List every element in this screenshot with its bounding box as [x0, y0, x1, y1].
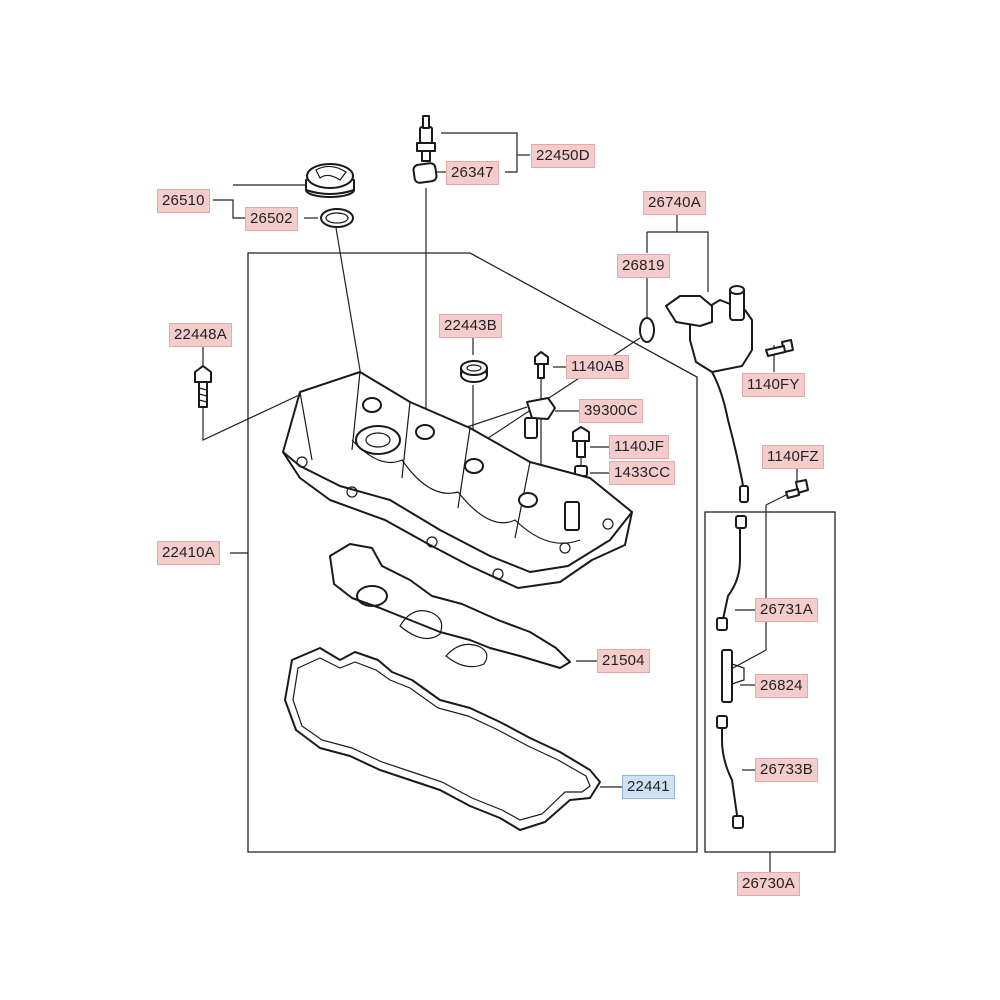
part-label-26819[interactable]: 26819 [617, 254, 670, 278]
bolt-1140fz-part [785, 479, 809, 499]
part-label-26731a[interactable]: 26731A [755, 598, 818, 622]
part-label-26733b[interactable]: 26733B [755, 758, 818, 782]
part-label-39300c[interactable]: 39300C [579, 399, 643, 423]
part-label-22441[interactable]: 22441 [622, 775, 675, 799]
breather-hose-part [711, 371, 745, 493]
part-label-22450d[interactable]: 22450D [531, 144, 595, 168]
clip-26824-part [721, 649, 745, 703]
cylinder-head-cover-part [282, 371, 633, 589]
part-label-26347[interactable]: 26347 [446, 161, 499, 185]
part-label-26502[interactable]: 26502 [245, 207, 298, 231]
part-label-1433cc[interactable]: 1433CC [609, 461, 676, 485]
gasket-21504-part [329, 543, 571, 669]
part-label-26740a[interactable]: 26740A [643, 191, 706, 215]
seal-22443b-part [460, 360, 488, 383]
part-label-26824[interactable]: 26824 [755, 674, 808, 698]
part-label-1140fz[interactable]: 1140FZ [762, 445, 824, 469]
bolt-1140ab-part [534, 351, 549, 379]
part-label-1140jf[interactable]: 1140JF [609, 435, 670, 459]
oil-separator-part [665, 285, 753, 373]
part-label-22448a[interactable]: 22448A [169, 323, 232, 347]
bolt-22448a-part [194, 365, 212, 408]
part-label-26730a[interactable]: 26730A [737, 872, 800, 896]
hose-26733b-part [716, 715, 744, 829]
cap-seal-part [320, 208, 354, 228]
part-label-1140fy[interactable]: 1140FY [742, 373, 805, 397]
part-label-22410a[interactable]: 22410A [157, 541, 220, 565]
oil-filler-cap-part [305, 163, 355, 198]
hose-26731a-part [716, 515, 747, 631]
bolt-1140fy-part [765, 339, 794, 357]
gasket-26347-part [412, 162, 438, 184]
sensor-39300c-part [524, 397, 556, 439]
gasket-22441-part [284, 647, 601, 831]
part-label-26510[interactable]: 26510 [157, 189, 210, 213]
sensor-part [416, 115, 436, 162]
leader-lines [202, 132, 798, 873]
o-ring-26819-part [639, 317, 655, 343]
part-label-21504[interactable]: 21504 [597, 649, 650, 673]
part-label-1140ab[interactable]: 1140AB [566, 355, 630, 379]
cover-assembly-frame [247, 252, 698, 853]
part-label-22443b[interactable]: 22443B [439, 314, 502, 338]
bolt-1140jf-part [572, 426, 590, 458]
